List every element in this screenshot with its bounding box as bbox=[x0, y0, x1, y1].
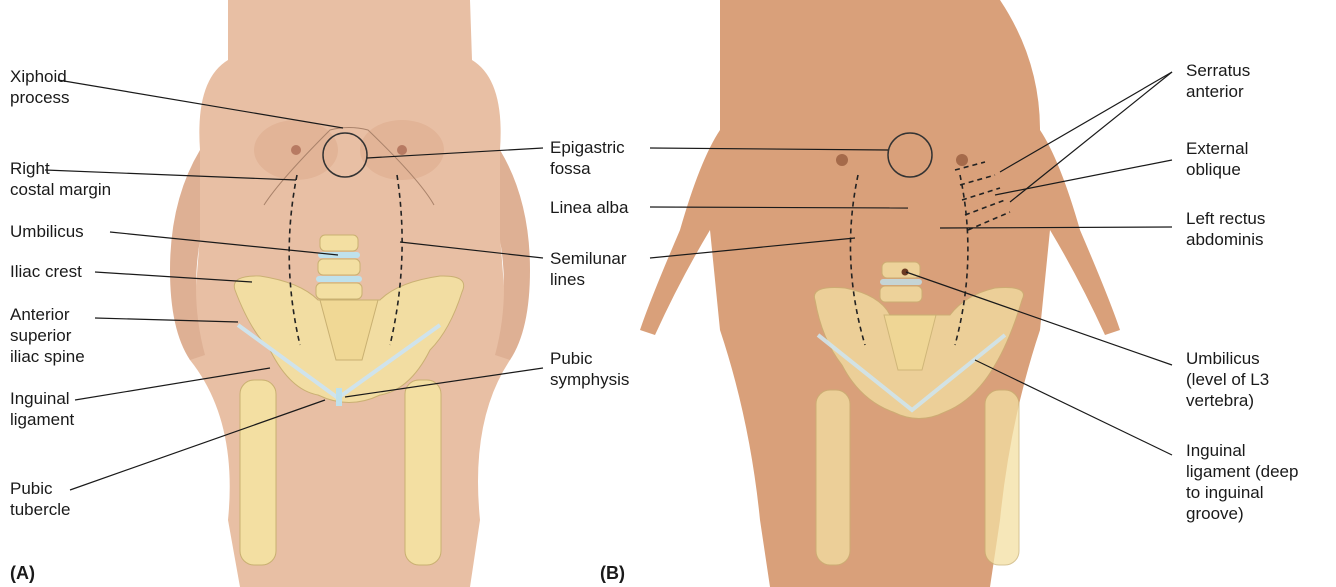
label-right-costal-margin: Right costal margin bbox=[10, 158, 111, 200]
right-femur-b bbox=[985, 390, 1019, 565]
left-femur-b bbox=[816, 390, 850, 565]
right-nipple-a bbox=[397, 145, 407, 155]
disc-2-a bbox=[316, 276, 362, 282]
panel-tag-a: (A) bbox=[10, 563, 35, 584]
label-pubic-symphysis: Pubic symphysis bbox=[550, 348, 629, 390]
label-anterior-superior-iliac-spine: Anterior superior iliac spine bbox=[10, 304, 85, 367]
label-semilunar-lines: Semilunar lines bbox=[550, 248, 627, 290]
vertebra-l4-b bbox=[880, 286, 922, 302]
left-femur-a bbox=[240, 380, 276, 565]
label-left-rectus-abdominis: Left rectus abdominis bbox=[1186, 208, 1265, 250]
label-external-oblique: External oblique bbox=[1186, 138, 1248, 180]
label-linea-alba: Linea alba bbox=[550, 197, 628, 218]
left-nipple-a bbox=[291, 145, 301, 155]
label-pubic-tubercle: Pubic tubercle bbox=[10, 478, 70, 520]
disc-1-a bbox=[318, 252, 360, 258]
panel-b-body bbox=[640, 0, 1120, 587]
pubic-symphysis-a bbox=[336, 388, 342, 406]
vertebra-l2-a bbox=[318, 259, 360, 275]
left-nipple-b bbox=[836, 154, 848, 166]
label-inguinal-ligament-a: Inguinal ligament bbox=[10, 388, 74, 430]
panel-tag-b: (B) bbox=[600, 563, 625, 584]
label-serratus-anterior: Serratus anterior bbox=[1186, 60, 1250, 102]
label-epigastric-fossa: Epigastric fossa bbox=[550, 137, 625, 179]
disc-1-b bbox=[880, 279, 922, 285]
label-umbilicus-b: Umbilicus (level of L3 vertebra) bbox=[1186, 348, 1269, 411]
label-inguinal-ligament-b: Inguinal ligament (deep to inguinal groo… bbox=[1186, 440, 1298, 524]
vertebra-l3-b bbox=[882, 262, 920, 278]
vertebra-l1-a bbox=[320, 235, 358, 251]
label-xiphoid-process: Xiphoid process bbox=[10, 66, 70, 108]
label-umbilicus-a: Umbilicus bbox=[10, 221, 84, 242]
label-iliac-crest: Iliac crest bbox=[10, 261, 82, 282]
right-nipple-b bbox=[956, 154, 968, 166]
panel-a-body bbox=[170, 0, 530, 587]
vertebra-l3-a bbox=[316, 283, 362, 299]
right-femur-a bbox=[405, 380, 441, 565]
